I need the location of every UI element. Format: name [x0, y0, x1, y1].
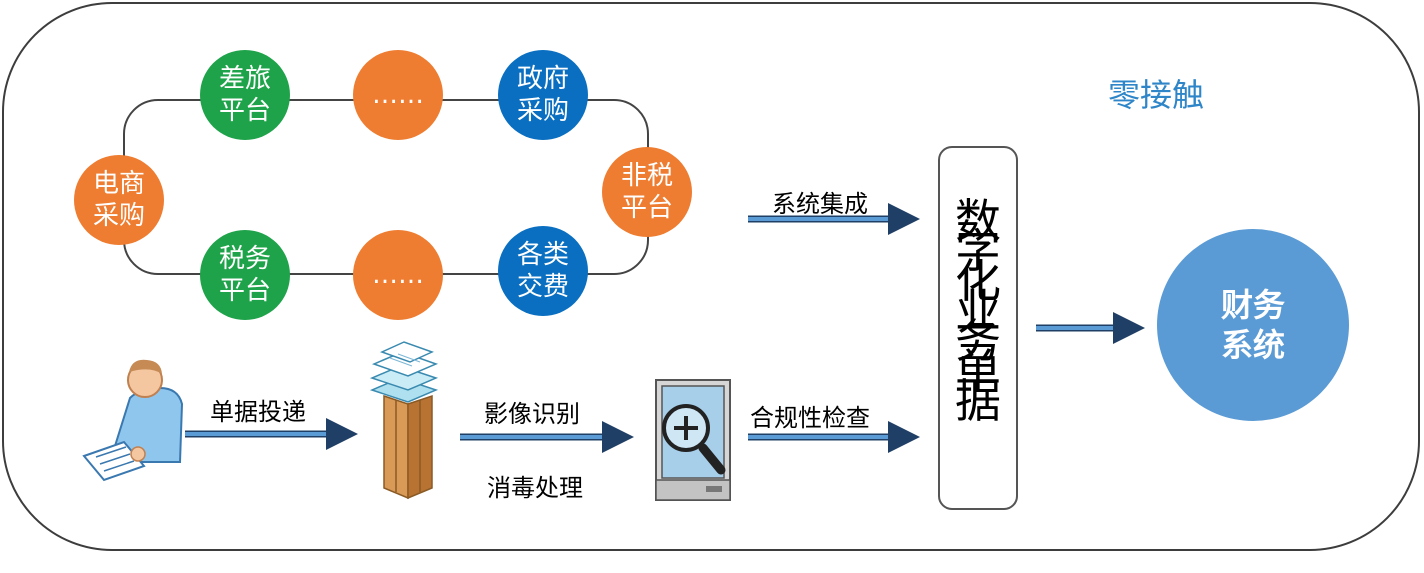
platform-travel: 差旅 平台: [200, 50, 290, 140]
document-stack-icon: [369, 341, 439, 500]
label-system-integration: 系统集成: [772, 190, 868, 218]
platform-government-procurement: 政府 采购: [498, 50, 588, 140]
label-document-delivery: 单据投递: [210, 398, 306, 426]
platform-various-fees: 各类 交费: [498, 226, 588, 316]
finance-system-node: 财务 系统: [1157, 229, 1349, 421]
label-disinfection: 消毒处理: [487, 474, 583, 502]
platform-tax: 税务 平台: [200, 230, 290, 320]
digital-business-documents-box: 数 字 化 业 务 单 据: [938, 146, 1018, 510]
platform-e-commerce-procurement: 电商 采购: [74, 155, 164, 245]
platform-more-bottom: ……: [353, 230, 443, 320]
user-icon: [82, 359, 184, 482]
platform-non-tax: 非税 平台: [602, 147, 692, 237]
label-compliance-check: 合规性检查: [750, 404, 870, 432]
magnifier-scanner-icon: [655, 379, 731, 501]
digital-business-documents-label: 数 字 化 业 务 单 据: [955, 194, 1001, 428]
platform-more-top: ……: [353, 50, 443, 140]
diagram-title: 零接触: [1108, 76, 1205, 114]
label-image-recognition: 影像识别: [484, 400, 580, 428]
outer-frame: [2, 2, 1420, 551]
